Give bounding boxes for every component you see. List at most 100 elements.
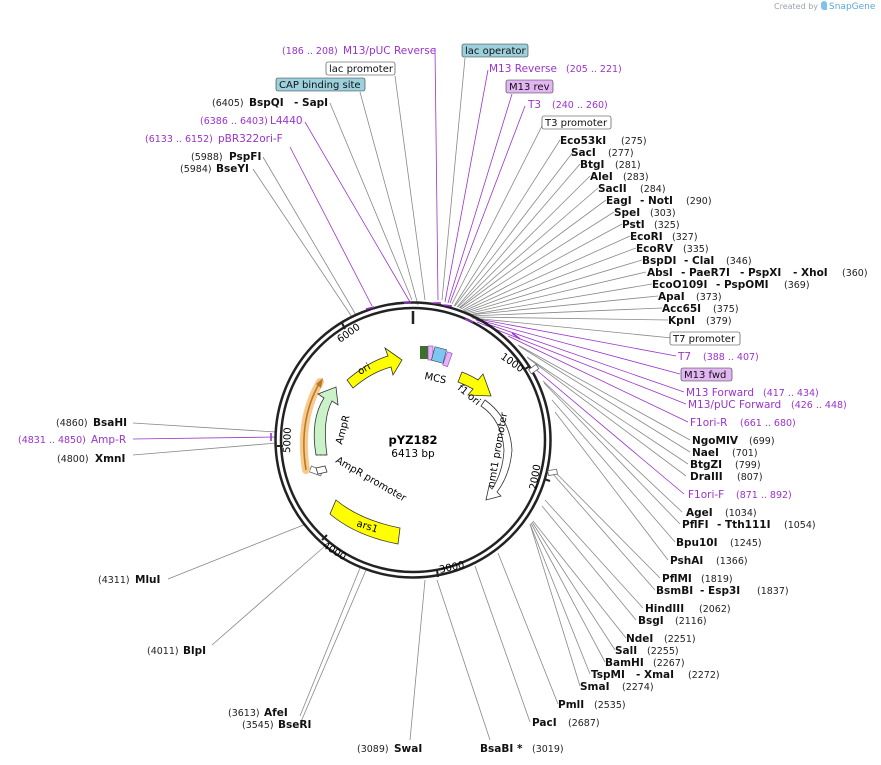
- label-t7: T7 (388 .. 407): [677, 351, 759, 363]
- leader-pflfi: [543, 382, 681, 525]
- bsmbi-pos: (1837): [757, 586, 789, 597]
- tick-label-5000: 5000: [282, 427, 294, 453]
- label-apai: ApaI (373): [658, 291, 722, 303]
- bsabi-name: BsaBI: [480, 743, 513, 755]
- leader-sacii: [458, 187, 599, 309]
- spei-pos: (303): [650, 208, 676, 219]
- leader-pspfi: [262, 156, 357, 316]
- leader-mlui: [167, 523, 307, 580]
- leader-btgi: [456, 163, 581, 308]
- pspxi-name: - PspXI: [740, 267, 781, 279]
- afei-name: AfeI: [264, 707, 288, 719]
- leader-afei: [299, 567, 361, 717]
- leader-ecori: [463, 235, 631, 312]
- alei-pos: (283): [623, 172, 649, 183]
- leader-bspdi: [465, 259, 643, 314]
- bspdi-pos: (346): [726, 256, 752, 267]
- acc65i-pos: (375): [713, 304, 739, 315]
- leader-psti: [462, 223, 623, 311]
- leader-m13-rev: [447, 93, 513, 304]
- label-f1ori-f: F1ori-F (871 .. 892): [688, 489, 792, 501]
- label-bsabi: BsaBI * (3019): [480, 743, 564, 755]
- label-psti: PstI (325): [622, 219, 680, 231]
- label-ndei: NdeI (2251): [626, 633, 696, 645]
- leader-xmni: [132, 442, 278, 456]
- pspfi-name: PspFI: [229, 151, 261, 163]
- leader-absi: [466, 271, 647, 315]
- ars1-feature: [329, 499, 401, 545]
- ndei-name: NdeI: [626, 633, 653, 645]
- leader-pshai: [554, 411, 669, 561]
- leader-swai: [409, 579, 426, 741]
- m13-reverse-name: M13 Reverse: [489, 63, 557, 75]
- ecorv-name: EcoRV: [636, 243, 674, 255]
- leader-cap: [359, 91, 419, 306]
- agei-name: AgeI: [686, 507, 713, 519]
- label-acc65i: Acc65I (375): [662, 303, 739, 315]
- leader-ngomiv: [517, 344, 691, 441]
- sapi-name: - SapI: [294, 97, 328, 109]
- psti-name: PstI: [622, 219, 645, 231]
- leader-t3: [449, 105, 526, 304]
- snapgene-brand-text: SnapGene: [829, 2, 876, 12]
- ampr-promoter-label: AmpR promoter: [334, 455, 409, 505]
- btgi-pos: (281): [615, 160, 641, 171]
- t3-promoter-box: [541, 115, 612, 130]
- label-m13puc-reverse: (186 .. 208) M13/pUC Reverse: [282, 45, 436, 57]
- leader-t7: [472, 317, 677, 357]
- bseri-pos: (3545): [242, 720, 274, 731]
- t3-name: T3: [527, 99, 541, 111]
- leader-m13fwd: [474, 318, 681, 375]
- saci-name: SacI: [571, 147, 596, 159]
- smai-pos: (2274): [622, 682, 654, 693]
- label-eagi: EagI - NotI (290): [606, 195, 712, 207]
- backbone-outer-strand: [274, 301, 552, 579]
- paer7i-name: - PaeR7I: [681, 267, 730, 279]
- alei-name: AleI: [590, 171, 613, 183]
- label-paci: PacI (2687): [532, 717, 600, 729]
- xmai-name: - XmaI: [636, 669, 674, 681]
- tick-label-3000: 3000: [438, 560, 465, 576]
- label-f1ori-r: F1ori-R (661 .. 680): [690, 417, 796, 429]
- plasmid-size: 6413 bp: [391, 448, 435, 460]
- leader-bamhi: [530, 522, 606, 663]
- label-draiii: DraIII (807): [690, 471, 763, 483]
- m13puc-forward-name: M13/pUC Forward: [688, 399, 781, 411]
- label-spei: SpeI (303): [614, 207, 676, 219]
- label-eco53ki: Eco53kI (275): [560, 135, 647, 147]
- btgi-name: BtgI: [580, 159, 604, 171]
- label-mlui: (4311) MluI: [98, 574, 160, 586]
- apai-name: ApaI: [658, 291, 685, 303]
- label-sali: SalI (2255): [615, 645, 679, 657]
- f1ori-r-pos: (661 .. 680): [740, 418, 796, 429]
- swai-name: SwaI: [394, 743, 422, 755]
- tick-label-4000: 4000: [320, 540, 347, 563]
- psti-pos: (325): [654, 220, 680, 231]
- tspmi-name: TspMI: [591, 669, 625, 681]
- ampr-feature: [313, 386, 339, 456]
- leader-lac-promoter: [394, 75, 426, 301]
- lac-operator-box: [461, 43, 529, 58]
- created-by-text: Created by: [774, 2, 819, 11]
- label-ecorv: EcoRV (335): [636, 243, 709, 255]
- label-l4440: (6386 .. 6403) L4440: [200, 115, 303, 127]
- label-agei: AgeI (1034): [686, 507, 757, 519]
- leader-saci: [454, 151, 574, 307]
- label-bsgi: BsgI (2116): [638, 615, 707, 627]
- acc65i-name: Acc65I: [662, 303, 701, 315]
- bseri-name: BseRI: [278, 719, 311, 731]
- leader-t7-promoter: [471, 317, 673, 339]
- btgzi-name: BtgZI: [690, 459, 722, 471]
- leader-hindiii: [544, 499, 644, 609]
- label-t7-promoter: T7 promoter: [669, 331, 741, 346]
- label-kpni: KpnI (379): [668, 315, 732, 327]
- amp-r-pos: (4831 .. 4850): [18, 435, 86, 446]
- t7-promoter-name: T7 promoter: [672, 334, 736, 345]
- t7-pos: (388 .. 407): [703, 352, 759, 363]
- mark-pbr322: [365, 306, 375, 310]
- label-bseri: (3545) BseRI: [242, 719, 311, 731]
- leader-m13puc-fwd: [476, 321, 687, 405]
- leader-m13-reverse: [444, 69, 489, 303]
- label-tspmi: TspMI - XmaI (2272): [591, 669, 720, 681]
- label-m13-fwd: M13 fwd: [680, 367, 733, 382]
